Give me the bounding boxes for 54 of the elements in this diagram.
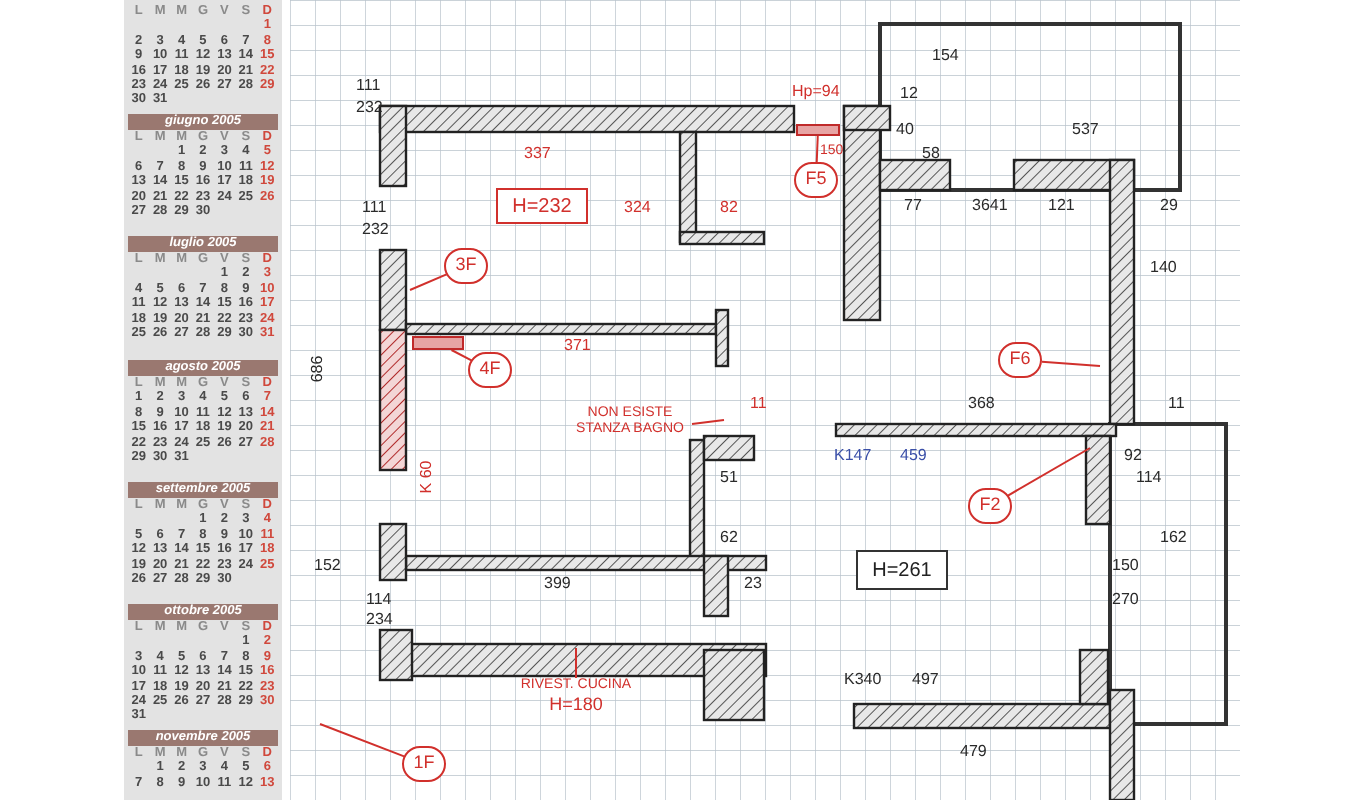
dimension-label: 3641 (972, 196, 1008, 214)
dimension-label: 686 (308, 355, 327, 383)
dimension-label: 337 (524, 144, 551, 162)
room-height-tag: H=232 (496, 188, 588, 224)
radiator-symbol (412, 336, 464, 350)
leader-line (1006, 447, 1091, 497)
leader-line (1040, 360, 1101, 367)
dimension-label: 12 (900, 84, 918, 102)
dimension-label: 114 (1136, 468, 1162, 486)
dimension-label: 40 (896, 120, 914, 138)
dimension-label: 58 (922, 144, 940, 162)
dimension-label: 537 (1072, 120, 1099, 138)
leader-line (319, 723, 406, 758)
dimension-label: 111 (356, 76, 381, 94)
dimension-label: 234 (366, 610, 393, 628)
dimension-label: 62 (720, 528, 738, 546)
dimension-label: 11 (1168, 394, 1185, 412)
dimension-label: 152 (314, 556, 341, 574)
dimension-label: 497 (912, 670, 939, 688)
leader-line (815, 135, 819, 163)
dimension-label: 371 (564, 336, 591, 354)
dimension-label: 459 (900, 446, 927, 464)
dimension-label: 140 (1150, 258, 1177, 276)
leader-line (409, 273, 448, 291)
dimension-label: 121 (1048, 196, 1075, 214)
dimension-label: 154 (932, 46, 959, 64)
dimension-label: 23 (744, 574, 762, 592)
dimension-label: 232 (362, 220, 389, 238)
leader-line (691, 419, 725, 426)
dimension-label: 162 (1160, 528, 1187, 546)
dimension-label: 51 (720, 468, 738, 486)
radiator-symbol (796, 124, 840, 136)
dimension-label: 111 (362, 198, 387, 216)
dimension-label: 77 (904, 196, 922, 214)
dimension-label: K147 (834, 446, 872, 464)
dimension-label: 270 (1112, 590, 1139, 608)
leader-line (450, 349, 473, 362)
dimension-label: K 60 (417, 460, 436, 494)
leader-line (575, 647, 577, 679)
dimension-label: 232 (356, 98, 383, 116)
dimension-label: K340 (844, 670, 882, 688)
dimension-label: 29 (1160, 196, 1178, 214)
dimension-label: 92 (1124, 446, 1142, 464)
note-text: H=180 (549, 694, 603, 716)
dimension-label: 368 (968, 394, 995, 412)
room-height-tag: H=261 (856, 550, 948, 590)
dimension-label: 114 (366, 590, 392, 608)
dimension-label: 479 (960, 742, 987, 760)
dimension-label: Hp=94 (792, 82, 840, 100)
dimension-label: 324 (624, 198, 651, 216)
dimension-label: 11 (750, 394, 767, 412)
dimension-label: 82 (720, 198, 738, 216)
dimension-label: 399 (544, 574, 571, 592)
dimension-label: 150 (1112, 556, 1139, 574)
